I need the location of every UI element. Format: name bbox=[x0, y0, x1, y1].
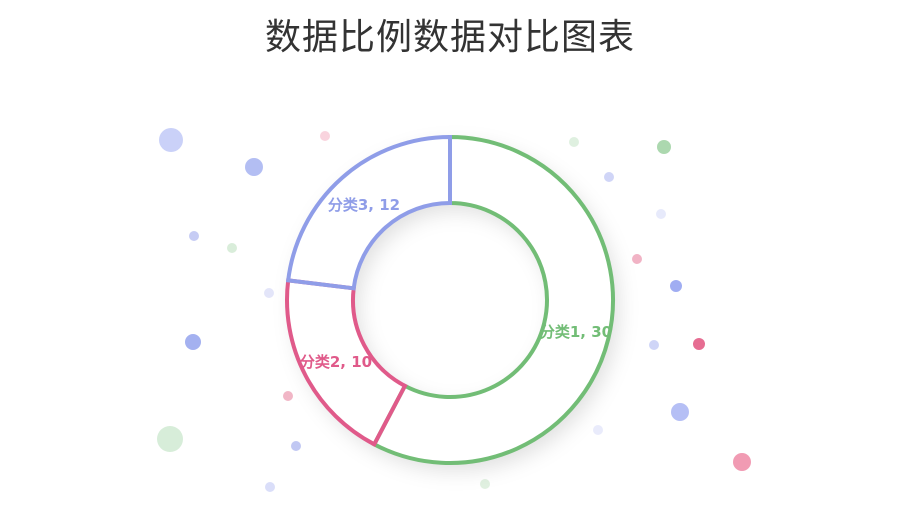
donut-slice-3[interactable] bbox=[285, 134, 452, 291]
decor-dot bbox=[291, 441, 301, 451]
decorative-dots bbox=[157, 128, 751, 492]
decor-dot bbox=[157, 426, 183, 452]
donut-slice-1[interactable] bbox=[371, 134, 615, 465]
decor-dot bbox=[671, 403, 689, 421]
decor-dot bbox=[656, 209, 666, 219]
decor-dot bbox=[265, 482, 275, 492]
slice-label-1: 分类1, 30 bbox=[540, 323, 612, 341]
decor-dot bbox=[264, 288, 274, 298]
decor-dot bbox=[189, 231, 199, 241]
decor-dot bbox=[670, 280, 682, 292]
slice-labels: 分类1, 30 分类2, 10 分类3, 12 bbox=[300, 196, 612, 371]
slice-label-2: 分类2, 10 bbox=[300, 353, 372, 371]
decor-dot bbox=[593, 425, 603, 435]
decor-dot bbox=[733, 453, 751, 471]
decor-dot bbox=[632, 254, 642, 264]
decor-dot bbox=[159, 128, 183, 152]
decor-dot bbox=[693, 338, 705, 350]
decor-dot bbox=[283, 391, 293, 401]
decor-dot bbox=[245, 158, 263, 176]
decor-dot bbox=[227, 243, 237, 253]
chart-title: 数据比例数据对比图表 bbox=[264, 17, 635, 58]
slice-label-3: 分类3, 12 bbox=[328, 196, 400, 214]
decor-dot bbox=[649, 340, 659, 350]
decor-dot bbox=[657, 140, 671, 154]
decor-dot bbox=[569, 137, 579, 147]
decor-dot bbox=[604, 172, 614, 182]
decor-dot bbox=[185, 334, 201, 350]
decor-dot bbox=[320, 131, 330, 141]
donut-slices bbox=[285, 134, 615, 465]
decor-dot bbox=[480, 479, 490, 489]
